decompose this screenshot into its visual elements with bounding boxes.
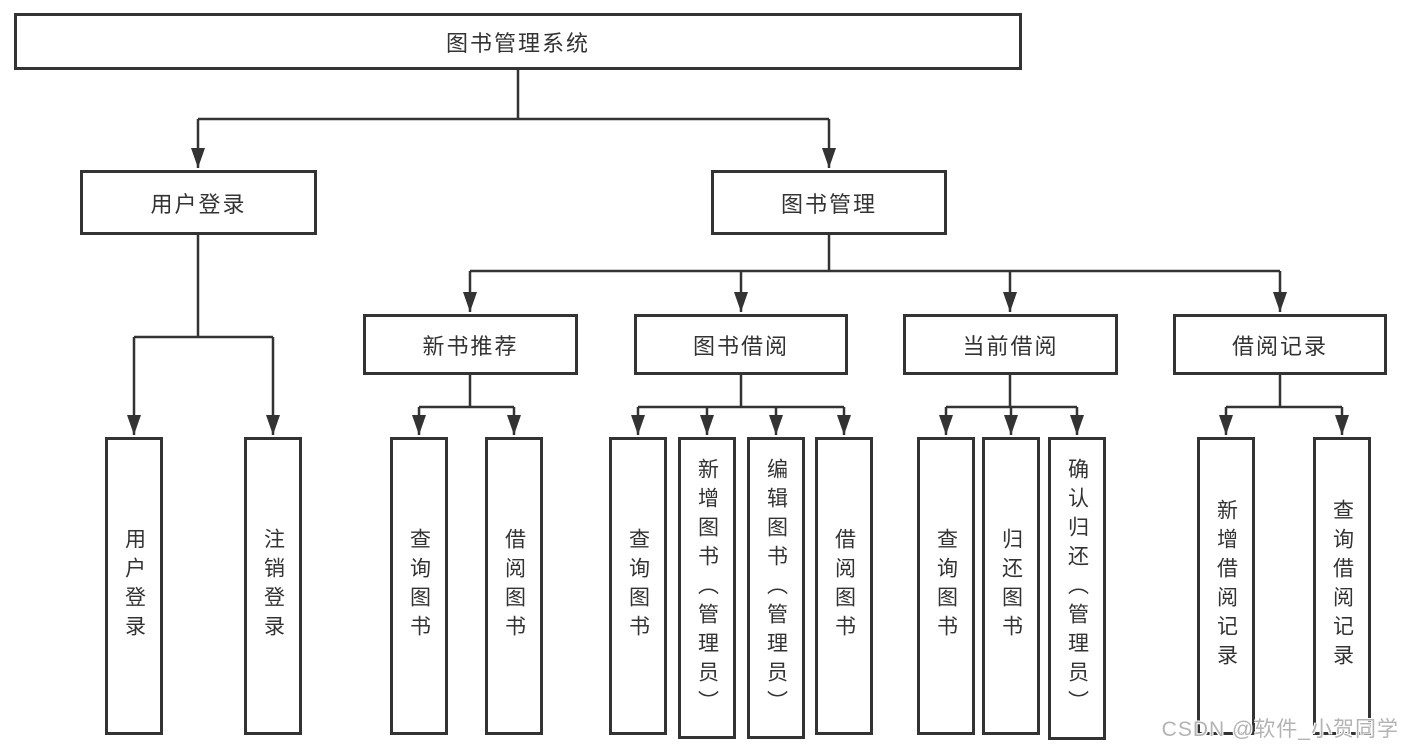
connector-current-borrow-bus: [946, 375, 1077, 409]
connector-root-bus: [198, 70, 829, 121]
node-book-borrow-label: 图书借阅: [692, 333, 789, 359]
connector-user-login-bus: [134, 235, 273, 339]
node-borrow-records: 借阅记录: [1173, 314, 1387, 375]
node-book-borrow: 图书借阅: [634, 314, 848, 375]
connector-new-books-bus: [419, 375, 514, 409]
leaf-br-query-record: 查询借阅记录: [1313, 437, 1371, 735]
csdn-watermark: CSDN @软件_小贺同学: [1161, 718, 1399, 741]
leaf-logout: 注销登录: [244, 437, 302, 735]
connector-borrow-records-bus: [1226, 375, 1342, 409]
leaf-nb-query-books-label: 查询图书: [407, 528, 431, 644]
node-new-books-label: 新书推荐: [422, 333, 519, 359]
node-book-mgmt-group: 图书管理: [711, 170, 947, 235]
leaf-user-login-label: 用户登录: [122, 528, 146, 644]
leaf-cb-query-books: 查询图书: [917, 437, 975, 735]
connector-book-borrow-bus: [638, 375, 844, 409]
leaf-bb-borrow-books: 借阅图书: [815, 437, 873, 735]
leaf-bb-query-books: 查询图书: [609, 437, 667, 735]
leaf-logout-label: 注销登录: [261, 528, 285, 644]
leaf-br-add-record: 新增借阅记录: [1197, 437, 1255, 735]
leaf-nb-borrow-books-label: 借阅图书: [502, 528, 526, 644]
leaf-bb-add-books-admin: 新增图书（管理员）: [678, 437, 736, 739]
leaf-br-query-record-label: 查询借阅记录: [1330, 499, 1354, 673]
node-book-mgmt-group-label: 图书管理: [780, 191, 877, 217]
leaf-bb-query-books-label: 查询图书: [626, 528, 650, 644]
connector-book-mgmt-bus: [470, 235, 1280, 273]
node-user-login-group-label: 用户登录: [150, 191, 247, 217]
node-current-borrow: 当前借阅: [903, 314, 1118, 375]
leaf-user-login: 用户登录: [105, 437, 163, 735]
leaf-cb-return-books-label: 归还图书: [999, 528, 1023, 644]
node-user-login-group: 用户登录: [80, 170, 317, 235]
leaf-bb-borrow-books-label: 借阅图书: [832, 528, 856, 644]
leaf-bb-edit-books-admin-label: 编辑图书（管理员）: [764, 457, 788, 719]
leaf-cb-query-books-label: 查询图书: [934, 528, 958, 644]
node-new-books: 新书推荐: [363, 314, 578, 375]
node-root-system-label: 图书管理系统: [445, 30, 590, 56]
leaf-bb-add-books-admin-label: 新增图书（管理员）: [695, 457, 719, 719]
leaf-br-add-record-label: 新增借阅记录: [1214, 499, 1238, 673]
leaf-cb-confirm-return-admin: 确认归还（管理员）: [1048, 437, 1106, 740]
leaf-cb-confirm-return-admin-label: 确认归还（管理员）: [1065, 458, 1089, 719]
node-borrow-records-label: 借阅记录: [1231, 333, 1328, 359]
leaf-bb-edit-books-admin: 编辑图书（管理员）: [747, 437, 805, 739]
leaf-nb-query-books: 查询图书: [390, 437, 448, 735]
leaf-nb-borrow-books: 借阅图书: [485, 437, 543, 735]
node-root-system: 图书管理系统: [14, 13, 1022, 70]
leaf-cb-return-books: 归还图书: [982, 437, 1040, 735]
node-current-borrow-label: 当前借阅: [962, 333, 1059, 359]
